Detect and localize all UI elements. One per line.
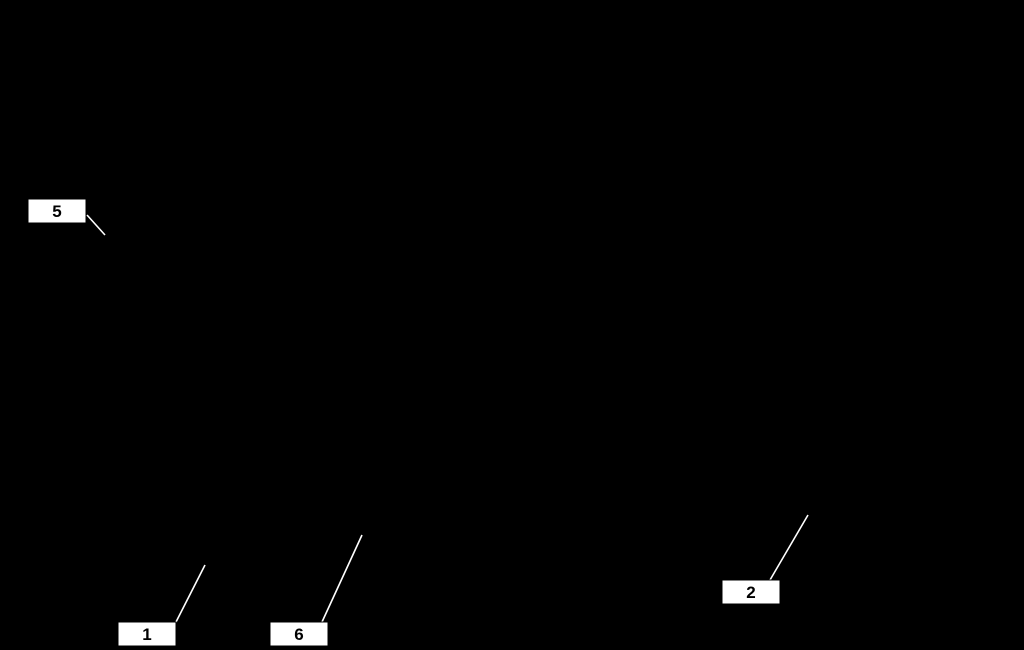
headlight-lamp-1	[320, 396, 336, 412]
rear-bumper-part	[954, 434, 1006, 499]
windshield	[51, 254, 411, 379]
callout-5: 5	[27, 198, 87, 224]
leader-line-1	[175, 564, 206, 623]
van-body	[23, 55, 1009, 591]
side-rail	[811, 317, 941, 335]
front-corner-mirror	[79, 231, 109, 271]
grille	[69, 391, 301, 421]
callout-6: 6	[269, 621, 329, 647]
headlight-lamp-2	[337, 394, 353, 410]
front-door	[469, 284, 641, 471]
side-window-rear	[844, 169, 991, 293]
callout-2: 2	[721, 579, 781, 605]
leader-line-5	[86, 214, 106, 236]
callout-1: 1	[117, 621, 177, 647]
side-mirror	[479, 204, 541, 261]
leader-line-6	[321, 534, 363, 623]
side-window-front	[629, 149, 791, 291]
svg-text:1: 1	[142, 625, 151, 644]
leader-line-2	[769, 514, 809, 581]
bumper-lower-slot-right	[181, 494, 349, 536]
side-step	[599, 496, 883, 556]
front-wheel	[499, 419, 611, 581]
sliding-door	[769, 99, 809, 501]
windshield-wiper	[127, 269, 149, 283]
fog-lamp	[354, 517, 378, 535]
bumper-lip	[34, 544, 481, 566]
rear-wheel	[881, 404, 963, 526]
front-door-handle	[587, 294, 617, 322]
bumper-lower-slot	[29, 494, 116, 536]
front-door-window	[469, 139, 606, 286]
svg-text:6: 6	[294, 625, 303, 644]
front-bumper-spoiler	[24, 409, 501, 583]
rear-door-handle	[651, 287, 679, 321]
grille-emblem	[144, 391, 186, 413]
side-mirror-mount	[459, 257, 491, 276]
roof-edge	[599, 79, 946, 129]
svg-text:5: 5	[52, 202, 61, 221]
license-plate	[114, 484, 181, 534]
roof-line	[184, 79, 641, 161]
svg-text:2: 2	[746, 583, 755, 602]
